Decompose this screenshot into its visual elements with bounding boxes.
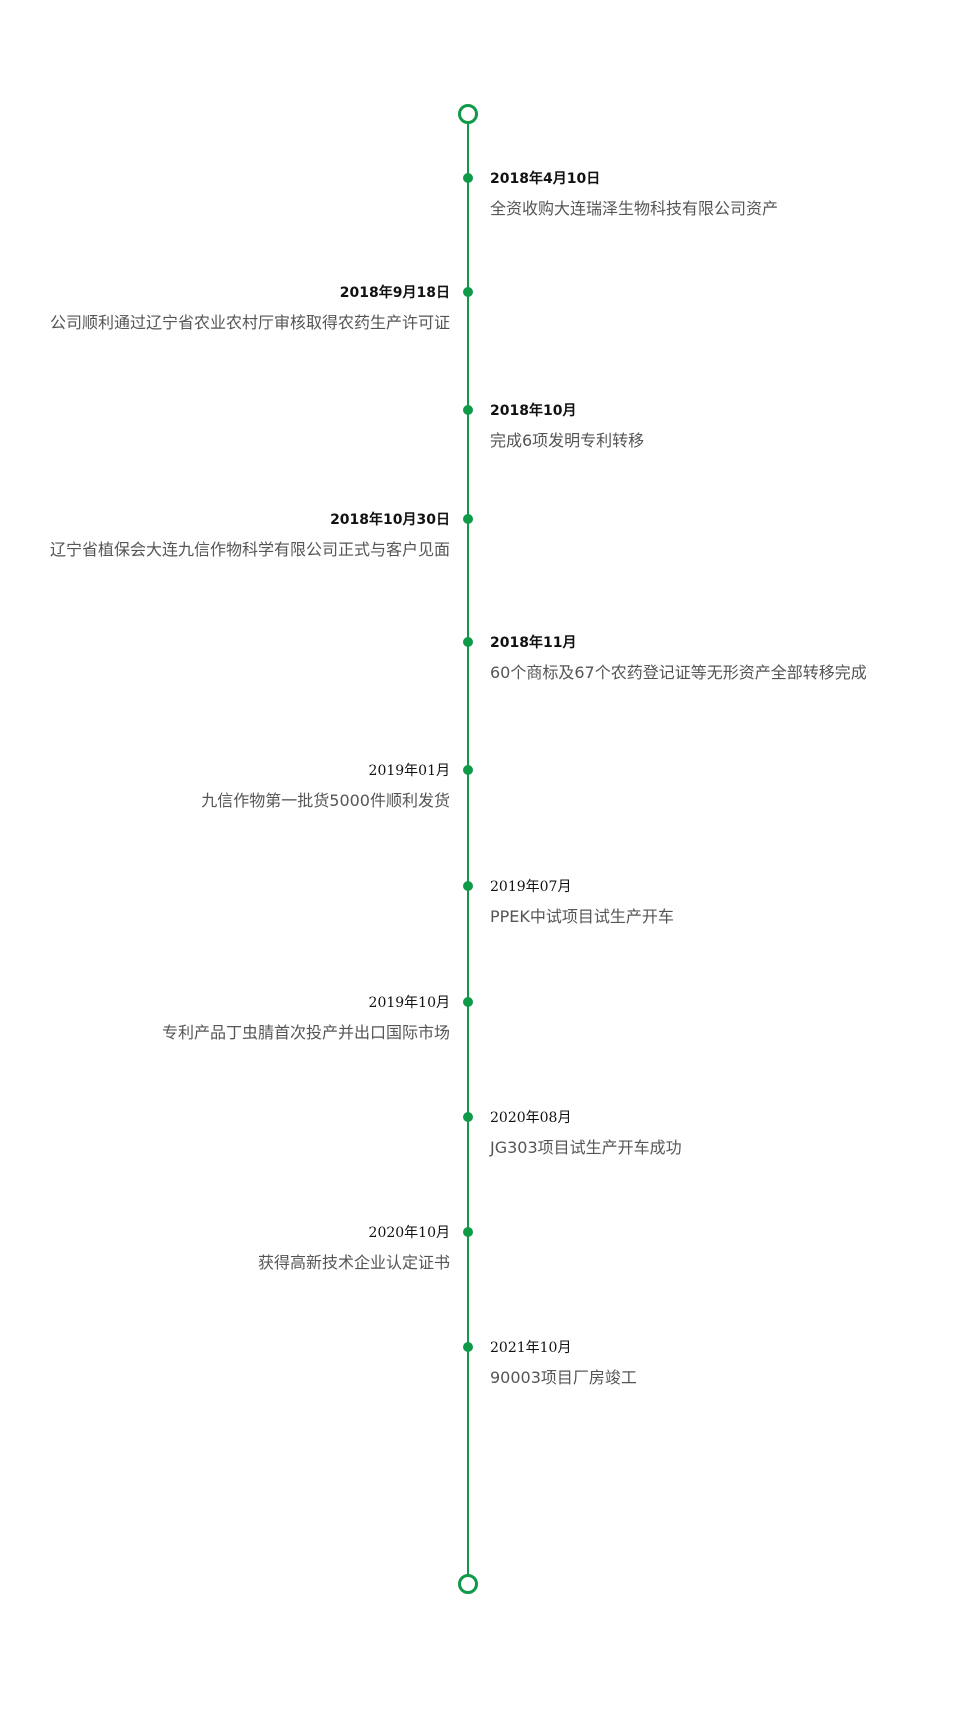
event-dot <box>463 1342 473 1352</box>
event-date: 2021年10月 <box>490 1340 572 1356</box>
event-description: 九信作物第一批货5000件顺利发货 <box>201 791 450 810</box>
event-dot <box>463 1112 473 1122</box>
event-dot <box>463 405 473 415</box>
event-dot <box>463 287 473 297</box>
event-date: 2018年10月 <box>490 403 577 419</box>
event-dot <box>463 765 473 775</box>
timeline-event: 2019年07月 PPEK中试项目试生产开车 <box>0 879 962 941</box>
timeline-start-marker <box>458 104 478 124</box>
event-dot <box>463 173 473 183</box>
event-description: 60个商标及67个农药登记证等无形资产全部转移完成 <box>490 663 867 682</box>
event-dot <box>463 1227 473 1237</box>
timeline-event: 2018年4月10日 全资收购大连瑞泽生物科技有限公司资产 <box>0 171 962 233</box>
event-dot <box>463 514 473 524</box>
event-dot <box>463 637 473 647</box>
timeline-event: 2020年10月 获得高新技术企业认定证书 <box>0 1225 962 1287</box>
event-date: 2018年9月18日 <box>339 285 450 301</box>
event-description: PPEK中试项目试生产开车 <box>490 907 674 926</box>
timeline-event: 2018年10月30日 辽宁省植保会大连九信作物科学有限公司正式与客户见面 <box>0 512 962 574</box>
event-description: 90003项目厂房竣工 <box>490 1368 637 1387</box>
event-date: 2018年4月10日 <box>490 171 601 187</box>
event-date: 2019年01月 <box>368 763 450 779</box>
event-date: 2019年07月 <box>490 879 572 895</box>
timeline-axis <box>467 114 469 1583</box>
timeline-event: 2020年08月 JG303项目试生产开车成功 <box>0 1110 962 1172</box>
event-description: 专利产品丁虫腈首次投产并出口国际市场 <box>161 1023 450 1042</box>
event-description: 公司顺利通过辽宁省农业农村厅审核取得农药生产许可证 <box>49 313 450 332</box>
timeline-event: 2021年10月 90003项目厂房竣工 <box>0 1340 962 1402</box>
event-date: 2020年08月 <box>490 1110 572 1126</box>
event-description: 获得高新技术企业认定证书 <box>257 1253 450 1272</box>
timeline-event: 2019年01月 九信作物第一批货5000件顺利发货 <box>0 763 962 825</box>
timeline-event: 2018年9月18日 公司顺利通过辽宁省农业农村厅审核取得农药生产许可证 <box>0 285 962 347</box>
event-dot <box>463 881 473 891</box>
event-date: 2020年10月 <box>368 1225 450 1241</box>
timeline-end-marker <box>458 1574 478 1594</box>
timeline-event: 2019年10月 专利产品丁虫腈首次投产并出口国际市场 <box>0 995 962 1057</box>
timeline-event: 2018年10月 完成6项发明专利转移 <box>0 403 962 465</box>
event-description: 全资收购大连瑞泽生物科技有限公司资产 <box>490 199 779 218</box>
event-date: 2018年11月 <box>490 635 577 651</box>
event-dot <box>463 997 473 1007</box>
event-description: 辽宁省植保会大连九信作物科学有限公司正式与客户见面 <box>49 540 450 559</box>
timeline-event: 2018年11月 60个商标及67个农药登记证等无形资产全部转移完成 <box>0 635 962 697</box>
event-date: 2019年10月 <box>368 995 450 1011</box>
event-description: JG303项目试生产开车成功 <box>490 1138 682 1157</box>
event-description: 完成6项发明专利转移 <box>490 431 645 450</box>
event-date: 2018年10月30日 <box>330 512 450 528</box>
